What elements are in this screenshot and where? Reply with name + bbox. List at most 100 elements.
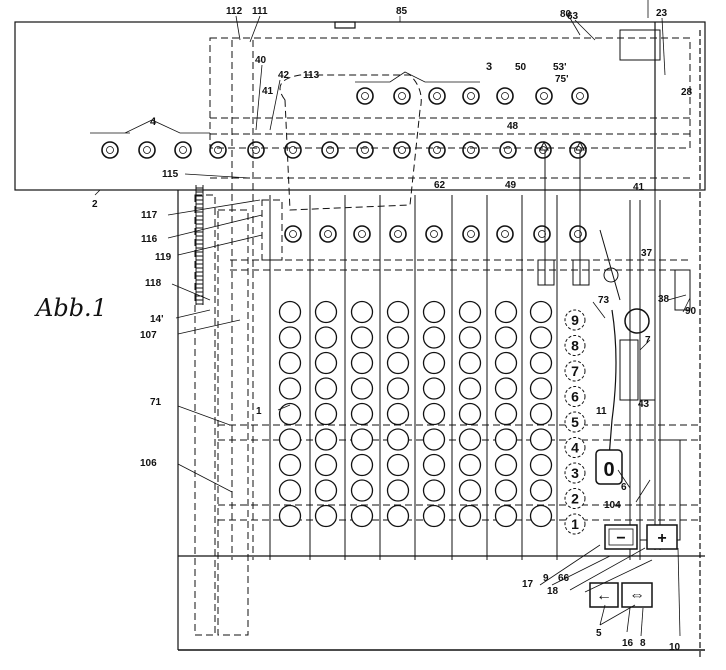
number-key[interactable] bbox=[494, 300, 518, 324]
counter-wheel bbox=[356, 87, 374, 105]
number-key[interactable] bbox=[350, 428, 374, 451]
number-key[interactable] bbox=[422, 504, 446, 528]
number-key[interactable] bbox=[386, 453, 410, 477]
number-key[interactable] bbox=[458, 326, 482, 349]
number-key[interactable] bbox=[350, 402, 374, 426]
number-key[interactable] bbox=[386, 428, 410, 451]
digit-key[interactable]: 6 bbox=[564, 386, 586, 407]
number-key[interactable] bbox=[278, 428, 302, 451]
number-key[interactable] bbox=[422, 402, 446, 426]
ref-63: 63 bbox=[567, 11, 579, 22]
number-key[interactable] bbox=[386, 300, 410, 324]
number-key[interactable] bbox=[422, 377, 446, 400]
number-key[interactable] bbox=[278, 504, 302, 528]
number-key[interactable] bbox=[386, 377, 410, 400]
number-key[interactable] bbox=[422, 326, 446, 349]
number-key[interactable] bbox=[529, 453, 553, 477]
digit-key[interactable]: 7 bbox=[564, 360, 586, 382]
number-key[interactable] bbox=[494, 428, 518, 451]
ref-112: 112 bbox=[226, 6, 243, 17]
number-key[interactable] bbox=[494, 326, 518, 349]
number-key[interactable] bbox=[494, 504, 518, 528]
ref-119: 119 bbox=[155, 252, 172, 263]
number-key[interactable] bbox=[494, 351, 518, 375]
number-key[interactable] bbox=[494, 402, 518, 426]
number-key[interactable] bbox=[314, 402, 338, 426]
digit-key[interactable]: 8 bbox=[564, 335, 586, 356]
number-key[interactable] bbox=[314, 351, 338, 375]
number-key[interactable] bbox=[350, 300, 374, 324]
number-key[interactable] bbox=[529, 326, 553, 349]
number-key[interactable] bbox=[350, 453, 374, 477]
ref-50: 50 bbox=[515, 62, 527, 73]
minus-key[interactable]: − bbox=[604, 524, 638, 550]
ref-7: 7 bbox=[645, 335, 651, 346]
digit-key-label: 7 bbox=[571, 363, 579, 379]
number-key[interactable] bbox=[278, 326, 302, 349]
digit-key[interactable]: 4 bbox=[564, 437, 586, 458]
number-key[interactable] bbox=[314, 428, 338, 451]
number-key[interactable] bbox=[529, 504, 553, 528]
number-key[interactable] bbox=[529, 351, 553, 375]
number-key[interactable] bbox=[350, 326, 374, 349]
number-key[interactable] bbox=[314, 377, 338, 400]
number-key[interactable] bbox=[458, 377, 482, 400]
ref-115: 115 bbox=[162, 169, 179, 180]
number-key[interactable] bbox=[458, 402, 482, 426]
number-key[interactable] bbox=[386, 351, 410, 375]
number-key[interactable] bbox=[278, 351, 302, 375]
counter-wheel-hub bbox=[430, 230, 438, 238]
number-key[interactable] bbox=[314, 504, 338, 528]
number-key[interactable] bbox=[278, 479, 302, 502]
number-key[interactable] bbox=[386, 504, 410, 528]
ref-1: 1 bbox=[256, 406, 262, 417]
number-key[interactable] bbox=[278, 377, 302, 400]
number-key[interactable] bbox=[458, 351, 482, 375]
number-key[interactable] bbox=[278, 300, 302, 324]
number-key[interactable] bbox=[350, 377, 374, 400]
number-key[interactable] bbox=[314, 326, 338, 349]
digit-key[interactable]: 1 bbox=[564, 513, 586, 535]
arrow-right-key[interactable]: ⇔ bbox=[621, 582, 653, 608]
number-key[interactable] bbox=[529, 402, 553, 426]
number-key[interactable] bbox=[529, 300, 553, 324]
number-key[interactable] bbox=[494, 479, 518, 502]
counter-wheel bbox=[496, 87, 514, 105]
number-key[interactable] bbox=[278, 402, 302, 426]
number-key[interactable] bbox=[529, 479, 553, 502]
digit-key[interactable]: 5 bbox=[564, 411, 586, 433]
number-key[interactable] bbox=[494, 377, 518, 400]
number-key[interactable] bbox=[314, 479, 338, 502]
number-key[interactable] bbox=[422, 479, 446, 502]
number-key[interactable] bbox=[458, 300, 482, 324]
number-key[interactable] bbox=[386, 326, 410, 349]
counter-wheel-hub bbox=[501, 92, 509, 100]
number-key[interactable] bbox=[350, 479, 374, 502]
number-key[interactable] bbox=[422, 351, 446, 375]
number-key[interactable] bbox=[350, 504, 374, 528]
number-key[interactable] bbox=[458, 453, 482, 477]
counter-wheel bbox=[321, 141, 339, 159]
number-key[interactable] bbox=[386, 479, 410, 502]
number-key[interactable] bbox=[458, 504, 482, 528]
number-key[interactable] bbox=[494, 453, 518, 477]
number-key[interactable] bbox=[314, 453, 338, 477]
number-key[interactable] bbox=[529, 428, 553, 451]
number-key[interactable] bbox=[422, 453, 446, 477]
number-key[interactable] bbox=[422, 428, 446, 451]
number-key[interactable] bbox=[529, 377, 553, 400]
number-key[interactable] bbox=[350, 351, 374, 375]
number-key[interactable] bbox=[422, 300, 446, 324]
plus-key[interactable]: + bbox=[646, 524, 678, 550]
arrow-left-key[interactable]: ← bbox=[589, 582, 619, 608]
zero-key[interactable]: 0 bbox=[595, 449, 623, 485]
digit-key[interactable]: 9 bbox=[564, 309, 586, 331]
number-key[interactable] bbox=[458, 479, 482, 502]
ref-62: 62 bbox=[434, 180, 446, 191]
number-key[interactable] bbox=[314, 300, 338, 324]
digit-key[interactable]: 3 bbox=[564, 462, 586, 484]
number-key[interactable] bbox=[278, 453, 302, 477]
number-key[interactable] bbox=[386, 402, 410, 426]
number-key[interactable] bbox=[458, 428, 482, 451]
digit-key[interactable]: 2 bbox=[564, 488, 586, 509]
